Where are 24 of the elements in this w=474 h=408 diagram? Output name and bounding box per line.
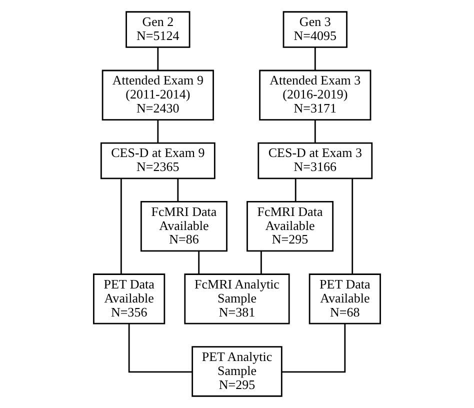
node-box: PET Data Available N=356 [93,274,166,324]
node-box: Gen 3 N=4095 [282,11,348,48]
connector [157,120,159,144]
node-box: CES-D at Exam 3 N=3166 [258,142,373,180]
node-box: PET Data Available N=68 [308,274,381,324]
connector [314,120,316,144]
node-box: FcMRI Data Available N=295 [246,200,334,252]
node-box: CES-D at Exam 9 N=2365 [100,142,216,180]
connector [157,47,159,70]
node-box: PET Analytic Sample N=295 [192,346,282,397]
node-box: Attended Exam 3 (2016-2019) N=3171 [259,70,372,120]
connector [120,178,122,274]
connector [352,178,354,274]
connector [177,178,179,202]
node-box: FcMRI Data Available N=86 [140,200,228,252]
node-box: Attended Exam 9 (2011-2014) N=2430 [102,70,214,120]
node-box: Gen 2 N=5124 [126,11,190,48]
connector [282,324,346,373]
connector [128,324,192,373]
connector [314,47,316,70]
connector [198,251,200,274]
connector [294,178,296,202]
node-box: FcMRI Analytic Sample N=381 [184,274,290,324]
connector [260,251,262,274]
